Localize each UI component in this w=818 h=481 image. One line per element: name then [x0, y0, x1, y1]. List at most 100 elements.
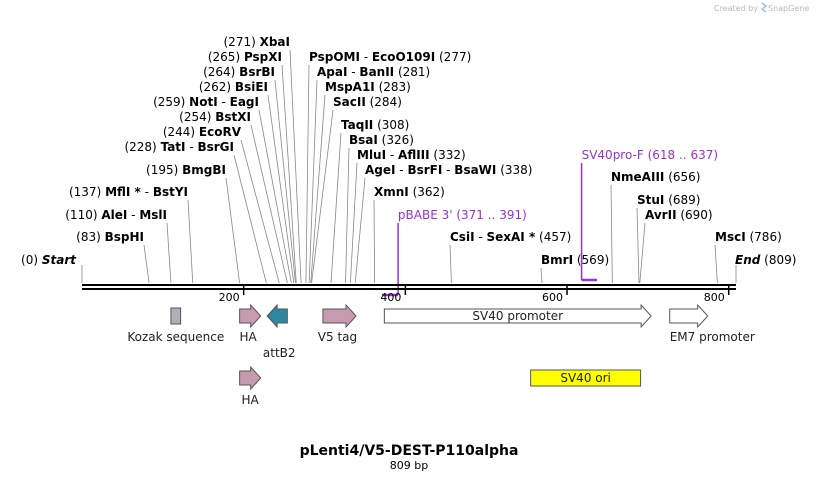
cut-site-bsphi: (83) BspHI [76, 230, 144, 244]
feature-arrow [322, 303, 357, 329]
cut-site-bmgbi: (195) BmgBI [146, 163, 226, 177]
feature-ha: HA [239, 365, 262, 407]
enzyme-name: Start [42, 253, 77, 267]
feature-label: EM7 promoter [670, 330, 755, 344]
cut-site-label: End (809) [735, 253, 796, 267]
enzyme-name: MslI [139, 208, 167, 222]
cut-site-leader [240, 139, 280, 284]
feature-sv40-ori: SV40 ori [530, 369, 642, 387]
enzyme-name: BanII [359, 65, 394, 79]
cut-site-end: End (809) [735, 253, 796, 267]
cut-site-label: XmnI (362) [374, 185, 445, 199]
enzyme-name: AflIII [398, 148, 430, 162]
cut-site-leader [281, 64, 297, 284]
cut-site-leader [540, 267, 543, 284]
enzyme-name: BstYI [153, 185, 188, 199]
ruler-tick-label: 400 [380, 291, 401, 304]
cut-site-position: (326) [378, 133, 414, 147]
cut-site-start: (0) Start [21, 253, 77, 267]
cut-site-leader [143, 244, 150, 284]
cut-site-leader [330, 132, 342, 284]
cut-site-pspomi: PspOMI - EcoO109I (277) [309, 50, 471, 64]
enzyme-name: TaqII [341, 118, 373, 132]
cut-site-label: (264) BsrBI [203, 65, 275, 79]
enzyme-name: MspA1I [325, 80, 375, 94]
cut-site-leader [449, 244, 452, 284]
primer-range: (618 .. 637) [644, 148, 718, 162]
enzyme-name: BsaI [349, 133, 378, 147]
enzyme-name: PspOMI [309, 50, 360, 64]
feature-sv40-promoter: SV40 promoter [383, 303, 652, 329]
enzyme-name: MflI * [105, 185, 141, 199]
cut-site-stui: StuI (689) [637, 193, 700, 207]
snapgene-product-text: SnapGene [768, 4, 809, 13]
feature-arrow [383, 303, 652, 329]
cut-site-leader [166, 222, 172, 284]
cut-site-xbai: (271) XbaI [224, 35, 291, 49]
cut-site-leader [310, 94, 326, 284]
enzyme-name: CsiI [450, 230, 475, 244]
cut-site-position: (228) [124, 140, 160, 154]
feature-v5-tag: V5 tag [318, 303, 357, 344]
cut-site-pspxi: (265) PspXI [208, 50, 282, 64]
cut-site-label: TaqII (308) [341, 118, 409, 132]
cut-site-leader [250, 124, 288, 284]
cut-site-leader [354, 177, 366, 284]
cut-site-position: (809) [760, 253, 796, 267]
primer-pbabe-3: pBABE 3' (371 .. 391) [381, 208, 527, 297]
enzyme-name: End [735, 253, 761, 267]
enzyme-name: EagI [230, 95, 259, 109]
cut-site-position: (362) [409, 185, 445, 199]
primer-label: pBABE 3' (371 .. 391) [398, 208, 527, 222]
cut-site-label: (262) BsiEI [199, 80, 268, 94]
primers: pBABE 3' (371 .. 391)SV40pro-F (618 .. 6… [381, 148, 718, 297]
cut-site-position: (264) [203, 65, 239, 79]
feature-arrow [669, 303, 709, 329]
cut-site-avrii: AvrII (690) [645, 208, 713, 222]
cut-site-labels: (271) XbaI(265) PspXI(264) BsrBI(262) Bs… [21, 35, 796, 267]
sequence-backbone [82, 284, 736, 290]
cut-site-leader [714, 244, 718, 284]
cut-site-apai: ApaI - BanII (281) [317, 65, 430, 79]
cut-site-mfli: (137) MflI * - BstYI [69, 185, 188, 199]
cut-site-label: (137) MflI * - BstYI [69, 185, 188, 199]
enzyme-name: EcoRV [199, 125, 242, 139]
cut-site-noti: (259) NotI - EagI [153, 95, 259, 109]
cut-site-label: MscI (786) [715, 230, 782, 244]
enzyme-name: BstXI [215, 110, 251, 124]
feature-arrow [239, 303, 262, 329]
cut-site-leader [308, 79, 318, 284]
cut-site-label: AvrII (690) [645, 208, 713, 222]
cut-site-mspa1i: MspA1I (283) [325, 80, 411, 94]
created-by-text: Created by [714, 4, 758, 13]
cut-site-position: (786) [746, 230, 782, 244]
cut-site-label: BmrI (569) [541, 253, 609, 267]
cut-site-bmri: BmrI (569) [541, 253, 609, 267]
plasmid-length: 809 bp [390, 459, 428, 472]
feature-label: SV40 ori [560, 371, 611, 385]
cut-site-position: (83) [76, 230, 104, 244]
cut-site-position: (284) [366, 95, 402, 109]
cut-site-position: (283) [375, 80, 411, 94]
cut-site-taqii: TaqII (308) [341, 118, 409, 132]
plasmid-title: pLenti4/V5-DEST-P110alpha [300, 443, 519, 459]
enzyme-name: BsrFI [407, 163, 442, 177]
cut-site-position: (656) [664, 170, 700, 184]
ruler-tick-label: 200 [219, 291, 240, 304]
cut-site-position: (265) [208, 50, 244, 64]
cut-site-label: (0) Start [21, 253, 77, 267]
cut-site-leader [639, 222, 646, 284]
cut-site-position: (690) [677, 208, 713, 222]
cut-site-leader [636, 207, 640, 284]
enzyme-name: BsrGI [197, 140, 234, 154]
cut-site-sacii: SacII (284) [333, 95, 402, 109]
cut-site-label: SacII (284) [333, 95, 402, 109]
cut-site-position: (254) [179, 110, 215, 124]
feature-arrow [266, 303, 288, 329]
cut-site-position: (195) [146, 163, 182, 177]
cut-site-agei: AgeI - BsrFI - BsaWI (338) [365, 163, 532, 177]
cut-site-label: (83) BspHI [76, 230, 144, 244]
cut-site-leader [225, 177, 241, 284]
cut-site-leader [187, 199, 194, 284]
